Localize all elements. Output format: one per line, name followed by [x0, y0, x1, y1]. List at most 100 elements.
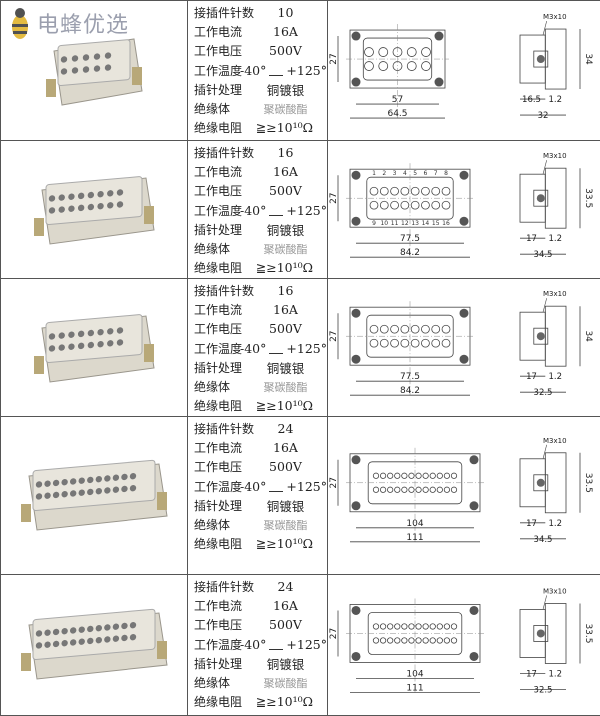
dim-side-total: 32	[538, 111, 549, 121]
mounting-screw-icon	[352, 606, 361, 615]
pin-treatment-value: 铜镀银	[258, 496, 327, 515]
current-value: 16A	[258, 302, 327, 317]
spec-label: 工作电压	[194, 616, 258, 633]
pin-number: 1	[372, 170, 376, 177]
dim-side-height: 33.5	[583, 188, 593, 208]
insulator-value: 聚碳酸酯	[258, 101, 327, 117]
dim-side-depth: 17	[526, 519, 537, 529]
voltage-value: 500V	[258, 459, 327, 474]
current-value: 16A	[258, 598, 327, 613]
temp-range-line	[269, 343, 283, 354]
pin-contact	[402, 638, 407, 643]
current-value: 16A	[258, 24, 327, 39]
spec-label: 绝缘体	[194, 516, 258, 533]
dim-gap: 1.2	[549, 95, 563, 105]
spec-label: 插针处理	[194, 221, 258, 238]
pin-contact	[422, 48, 431, 57]
pin-contact	[407, 48, 416, 57]
dim-inner-width: 104	[406, 519, 423, 529]
pin-contact	[451, 638, 456, 643]
spec-label: 绝缘电阻	[194, 259, 256, 276]
mounting-screw-icon	[435, 32, 444, 41]
dim-height: 27	[329, 477, 339, 488]
temp-range-line	[269, 481, 283, 492]
pin-contact	[365, 48, 374, 57]
dim-side-height: 33.5	[583, 473, 593, 493]
pin-count: 10	[258, 5, 327, 20]
pin-contact	[422, 62, 431, 71]
dim-side-total: 34.5	[534, 535, 553, 545]
mounting-screw-icon	[470, 606, 479, 615]
spec-label: 工作电流	[194, 597, 258, 614]
pin-contact	[380, 624, 385, 629]
spec-label: 接插件针数	[194, 4, 258, 21]
mounting-screw-icon	[352, 455, 361, 464]
side-view-body	[545, 29, 566, 89]
pin-number: 4	[403, 170, 407, 177]
mounting-screw-icon	[352, 501, 361, 510]
dim-side-depth: 17	[526, 669, 537, 679]
pin-contact	[430, 624, 435, 629]
pin-treatment-value: 铜镀银	[258, 220, 327, 239]
spec-label: 工作电流	[194, 163, 258, 180]
dim-side-height: 33.5	[583, 623, 593, 643]
pin-contact	[370, 201, 378, 209]
pin-contact	[402, 487, 407, 492]
mounting-screw-icon	[460, 171, 469, 180]
pin-count: 24	[258, 579, 327, 594]
pin-contact	[395, 473, 400, 478]
pin-contact	[416, 638, 421, 643]
spec-label: 绝缘电阻	[194, 693, 256, 710]
spec-label: 工作温度	[194, 478, 244, 495]
mounting-screw-icon	[352, 78, 361, 87]
mounting-screw-icon	[460, 355, 469, 364]
spec-label: 工作电压	[194, 320, 258, 337]
pin-contact	[437, 487, 442, 492]
spec-label: 绝缘体	[194, 240, 258, 257]
temp-min: -40°	[240, 637, 266, 652]
connector-image	[19, 446, 169, 546]
temp-range-line	[269, 65, 283, 76]
pin-contact	[430, 487, 435, 492]
side-view-body	[545, 168, 566, 228]
spec-label: 插针处理	[194, 655, 258, 672]
pin-contact	[387, 624, 392, 629]
mounting-screw-icon	[460, 309, 469, 318]
pin-number: 10	[380, 220, 388, 227]
spec-label: 工作电流	[194, 439, 258, 456]
dim-side-height: 34	[583, 330, 593, 342]
pin-contact	[442, 339, 450, 347]
locking-screw-icon	[537, 479, 545, 487]
watermark-text: 电蜂优选	[37, 7, 129, 39]
spec-pin-treatment: 插针处理铜镀银	[194, 220, 327, 239]
pin-contact	[370, 187, 378, 195]
spec-insulator: 绝缘体聚碳酸酯	[194, 673, 327, 692]
bee-logo-icon	[7, 5, 33, 41]
pin-count: 24	[258, 421, 327, 436]
pin-contact	[437, 624, 442, 629]
pin-contact	[380, 473, 385, 478]
temp-min: -40°	[240, 63, 266, 78]
pin-contact	[430, 638, 435, 643]
pin-contact	[379, 62, 388, 71]
locking-screw-icon	[537, 194, 545, 202]
mounting-screw-icon	[470, 652, 479, 661]
pin-contact	[421, 201, 429, 209]
spec-label: 工作电流	[194, 23, 258, 40]
pin-treatment-value: 铜镀银	[258, 358, 327, 377]
pin-number: 8	[444, 170, 448, 177]
pin-contact	[451, 487, 456, 492]
pin-contact	[437, 638, 442, 643]
pin-contact	[411, 325, 419, 333]
pin-contact	[421, 325, 429, 333]
pin-contact	[444, 487, 449, 492]
